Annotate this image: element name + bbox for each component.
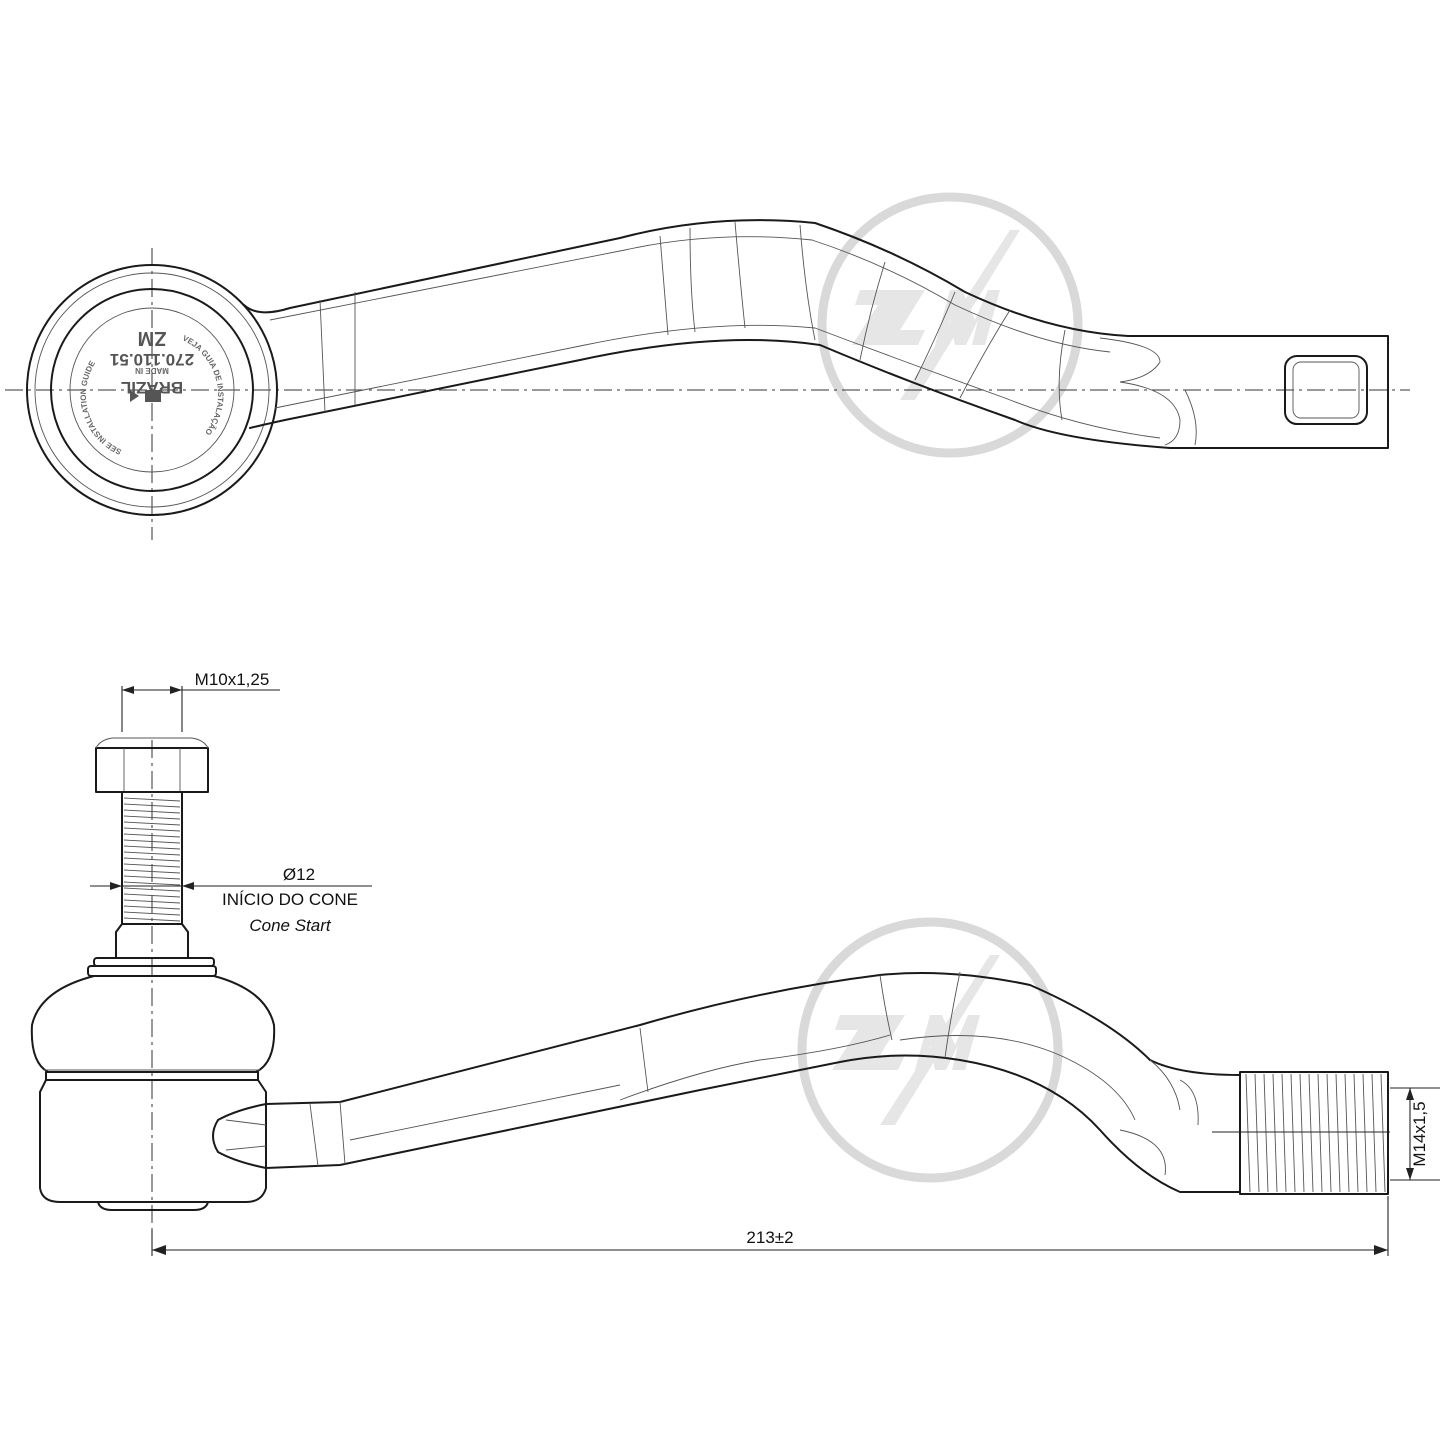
dim-overall-length: 213±2 bbox=[151, 1196, 1389, 1256]
label-cone-start-en: Cone Start bbox=[249, 916, 332, 935]
dim-cone-diameter: Ø12 INÍCIO DO CONE Cone Start bbox=[90, 865, 372, 935]
stamp-logo-icon bbox=[130, 390, 161, 402]
stamp-guide-en: SEE INSTALLATION GUIDE bbox=[79, 359, 123, 457]
label-body-thread: M14x1,5 bbox=[1410, 1101, 1429, 1166]
stamp-guide-pt: VEJA GUIA DE INSTALAÇÃO bbox=[181, 334, 225, 437]
label-overall-length: 213±2 bbox=[746, 1228, 793, 1247]
top-view: ZM 270.110.51 MADE IN BRAZIL VEJA GUIA D… bbox=[5, 219, 1410, 540]
body-threads bbox=[1245, 1073, 1386, 1193]
stamp-part-number: 270.110.51 bbox=[110, 350, 194, 369]
dim-stud-thread: M10x1,25 bbox=[121, 670, 280, 732]
watermark-logo-icon bbox=[797, 917, 1063, 1183]
watermark-logo-icon bbox=[817, 192, 1083, 458]
svg-text:VEJA GUIA DE INSTALAÇÃO: VEJA GUIA DE INSTALAÇÃO bbox=[181, 334, 225, 437]
stamp-made-in: MADE IN bbox=[135, 366, 169, 375]
stamp-brand: ZM bbox=[138, 327, 167, 349]
label-cone-diameter: Ø12 bbox=[283, 865, 315, 884]
dim-body-thread: M14x1,5 bbox=[1212, 1087, 1440, 1181]
label-cone-start-pt: INÍCIO DO CONE bbox=[222, 890, 358, 909]
svg-text:SEE INSTALLATION GUIDE: SEE INSTALLATION GUIDE bbox=[79, 359, 123, 457]
stamp-country: BRAZIL bbox=[121, 378, 183, 397]
stud-threads bbox=[123, 797, 181, 922]
label-stud-thread: M10x1,25 bbox=[195, 670, 270, 689]
side-view bbox=[30, 737, 1389, 1230]
